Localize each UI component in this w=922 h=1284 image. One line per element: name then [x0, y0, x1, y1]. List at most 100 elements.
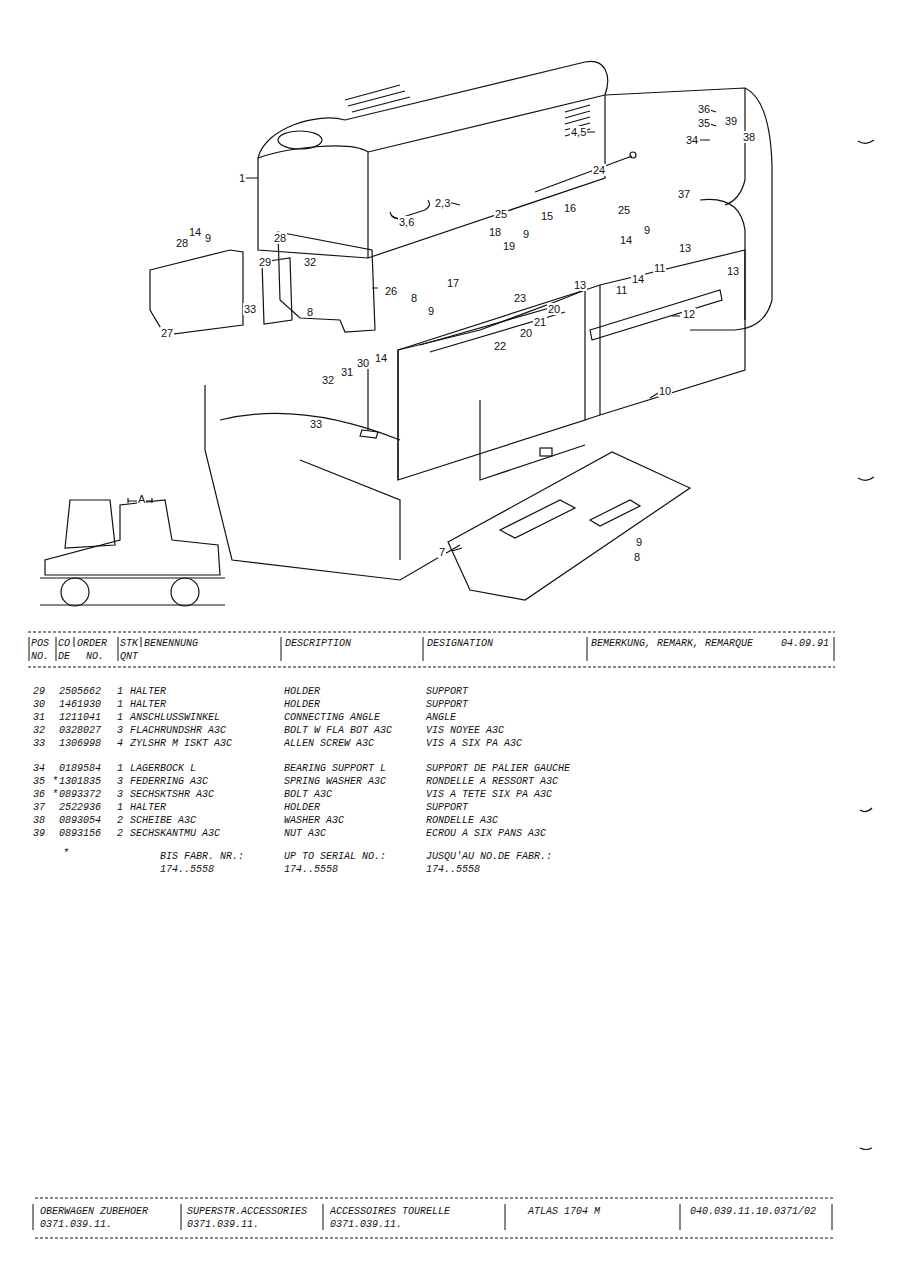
table-cell: QNT	[120, 651, 138, 662]
table-cell: ATLAS 1704 M	[528, 1206, 600, 1217]
table-cell: SECHSKTSHR A3C	[130, 789, 214, 800]
callout-number: 28	[175, 237, 189, 249]
table-cell: BIS FABR. NR.:	[160, 851, 244, 862]
callout-number: 33	[243, 303, 257, 315]
callout-number: 20	[547, 303, 561, 315]
callout-number: 32	[303, 256, 317, 268]
callout-number: 36	[697, 103, 711, 115]
table-cell: 0371.039.11.	[187, 1219, 259, 1230]
table-cell: HALTER	[130, 802, 166, 813]
table-cell: 1306998	[59, 738, 101, 749]
table-cell: *	[52, 776, 58, 787]
callout-number: 13	[678, 242, 692, 254]
table-cell: WASHER A3C	[284, 815, 344, 826]
table-cell: 35	[33, 776, 45, 787]
callout-number: 26	[384, 285, 398, 297]
callout-number: 25	[617, 204, 631, 216]
table-cell: RONDELLE A3C	[426, 815, 498, 826]
table-cell: ANGLE	[426, 712, 456, 723]
table-cell: 32	[33, 725, 45, 736]
table-cell: 0328027	[59, 725, 101, 736]
table-cell: NO.	[86, 651, 104, 662]
table-cell: VIS A TETE SIX PA A3C	[426, 789, 552, 800]
callout-number: 14	[619, 234, 633, 246]
callout-number: 13	[573, 279, 587, 291]
table-cell: HOLDER	[284, 802, 320, 813]
table-cell: STK	[120, 638, 138, 649]
table-cell: 38	[33, 815, 45, 826]
table-cell: HOLDER	[284, 686, 320, 697]
table-cell: CO	[58, 638, 70, 649]
table-cell: NUT A3C	[284, 828, 326, 839]
callout-number: 31	[340, 366, 354, 378]
callout-number: 11	[653, 262, 666, 274]
table-cell: LAGERBOCK L	[130, 763, 196, 774]
table-cell: 4	[117, 738, 123, 749]
table-cell: ORDER	[77, 638, 107, 649]
table-cell: ALLEN SCREW A3C	[284, 738, 374, 749]
callout-number: 24	[592, 164, 606, 176]
callout-number: 14	[631, 273, 645, 285]
table-cell: 174..5558	[160, 864, 214, 875]
table-cell: DESIGNATION	[427, 638, 493, 649]
table-cell: BOLT A3C	[284, 789, 332, 800]
table-cell: 0893054	[59, 815, 101, 826]
callout-number: 30	[356, 357, 370, 369]
table-cell: 1461930	[59, 699, 101, 710]
table-cell: 2505662	[59, 686, 101, 697]
callout-number: 16	[563, 202, 577, 214]
table-cell: SUPPORT	[426, 802, 468, 813]
table-cell: NO.	[31, 651, 49, 662]
table-cell: SPRING WASHER A3C	[284, 776, 386, 787]
callout-number: 15	[540, 210, 554, 222]
table-cell: 1	[117, 699, 123, 710]
table-cell: 040.039.11.10.0371/02	[690, 1206, 816, 1217]
table-cell: *	[63, 848, 69, 859]
table-cell: 0371.039.11.	[40, 1219, 112, 1230]
table-cell: DE	[58, 651, 70, 662]
table-cell: 2	[117, 828, 123, 839]
table-cell: 0371.039.11.	[330, 1219, 402, 1230]
table-cell: 2	[117, 815, 123, 826]
table-cell: SUPPORT	[426, 699, 468, 710]
table-cell: FEDERRING A3C	[130, 776, 208, 787]
callout-number: 35	[697, 117, 711, 129]
callout-number: 14	[188, 226, 202, 238]
callout-number: 9	[522, 228, 530, 240]
table-cell: VIS A SIX PA A3C	[426, 738, 522, 749]
callout-number: 12	[682, 308, 696, 320]
callout-number: 22	[493, 340, 507, 352]
table-cell: 3	[117, 789, 123, 800]
table-cell: RONDELLE A RESSORT A3C	[426, 776, 558, 787]
callout-number: 9	[635, 536, 643, 548]
callout-number: 14	[374, 352, 388, 364]
table-cell: BOLT W FLA BOT A3C	[284, 725, 392, 736]
callout-number: 3,6	[398, 216, 415, 228]
callout-number: 10	[658, 385, 672, 397]
table-cell: 1	[117, 712, 123, 723]
table-cell: 39	[33, 828, 45, 839]
table-cell: ACCESSOIRES TOURELLE	[330, 1206, 450, 1217]
table-cell: 33	[33, 738, 45, 749]
table-cell: SECHSKANTMU A3C	[130, 828, 220, 839]
callout-number: 28	[273, 232, 287, 244]
callout-number: 13	[726, 265, 740, 277]
table-cell: 30	[33, 699, 45, 710]
table-cell: 36	[33, 789, 45, 800]
callout-number: 9	[204, 232, 212, 244]
callout-number: 9	[643, 224, 651, 236]
callout-number: 1	[238, 172, 246, 184]
callout-number: 23	[513, 292, 527, 304]
table-cell: POS	[31, 638, 49, 649]
table-cell: 34	[33, 763, 45, 774]
callout-number: 2,3	[434, 197, 451, 209]
callout-number: 38	[742, 131, 756, 143]
callout-number: 19	[502, 240, 516, 252]
callout-number: 8	[410, 292, 418, 304]
table-cell: UP TO SERIAL NO.:	[284, 851, 386, 862]
table-cell: 174..5558	[426, 864, 480, 875]
table-cell: 3	[117, 725, 123, 736]
callout-number: 25	[494, 208, 508, 220]
table-cell: BEARING SUPPORT L	[284, 763, 386, 774]
table-cell: 04.09.91	[781, 638, 829, 649]
